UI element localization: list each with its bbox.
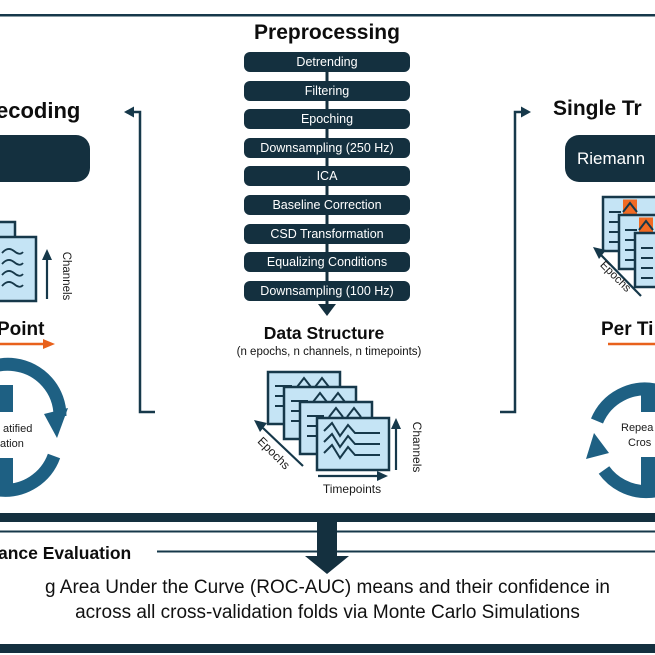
left-cross-validation-cycle-icon	[0, 357, 68, 497]
preprocessing-step: Detrending	[244, 52, 410, 72]
preprocessing-steps-list: Detrending Filtering Epoching Downsampli…	[244, 52, 410, 309]
right-cross-validation-cycle-icon	[586, 382, 655, 499]
preprocessing-title: Preprocessing	[254, 21, 400, 44]
top-border-line	[0, 14, 655, 17]
preprocessing-step: ICA	[244, 166, 410, 187]
epochs-axis-arrow	[254, 420, 304, 467]
right-cv-label-line2: Cros	[628, 437, 652, 449]
right-per-timepoint-label: Per Ti	[601, 319, 654, 340]
right-data-stack	[601, 195, 655, 289]
left-data-stack	[0, 220, 38, 303]
right-bracket-arrow	[500, 106, 531, 414]
left-per-timepoint-label: Point	[0, 319, 45, 340]
timepoints-axis-label: Timepoints	[323, 482, 381, 496]
evaluation-text-line1: g Area Under the Curve (ROC-AUC) means a…	[45, 577, 610, 598]
evaluation-heading-rule	[157, 550, 655, 553]
timepoints-axis-arrow	[318, 471, 388, 481]
left-pipeline-title: ecoding	[0, 98, 81, 123]
channels-axis-label: Channels	[410, 422, 424, 473]
right-pipeline-title: Single Tr	[553, 97, 642, 120]
evaluation-text-line2: across all cross-validation folds via Mo…	[75, 602, 580, 623]
data-structure-subtitle: (n epochs, n channels, n timepoints)	[236, 346, 422, 358]
preprocessing-step: Filtering	[244, 80, 410, 101]
right-epochs-axis-arrow	[593, 247, 642, 297]
preprocessing-step: CSD Transformation	[244, 223, 410, 244]
left-cv-label-line2: ation	[0, 438, 24, 450]
preprocessing-step: Baseline Correction	[244, 194, 410, 215]
preprocessing-step: Downsampling (250 Hz)	[244, 137, 410, 158]
data-structure-stack	[266, 370, 391, 472]
left-cv-label-line1: atified	[3, 423, 32, 435]
left-per-timepoint-arrow	[0, 339, 55, 349]
preprocessing-step: Equalizing Conditions	[244, 252, 410, 273]
right-method-box: Riemann	[565, 135, 655, 182]
left-bracket-arrow	[124, 106, 155, 414]
left-channels-axis-label: Channels	[60, 252, 72, 301]
data-structure-title: Data Structure	[263, 323, 385, 343]
channels-axis-arrow	[391, 418, 401, 470]
left-method-box	[0, 135, 90, 182]
bottom-border-bar	[0, 644, 655, 653]
evaluation-down-arrow	[305, 514, 349, 574]
preprocessing-step: Epoching	[244, 109, 410, 130]
right-method-label: Riemann	[577, 149, 646, 168]
right-cv-label-line1: Repea	[621, 422, 654, 434]
preprocessing-step: Downsampling (100 Hz)	[244, 280, 410, 301]
evaluation-heading: ance Evaluation	[0, 543, 132, 563]
left-channels-axis-arrow	[42, 249, 52, 299]
